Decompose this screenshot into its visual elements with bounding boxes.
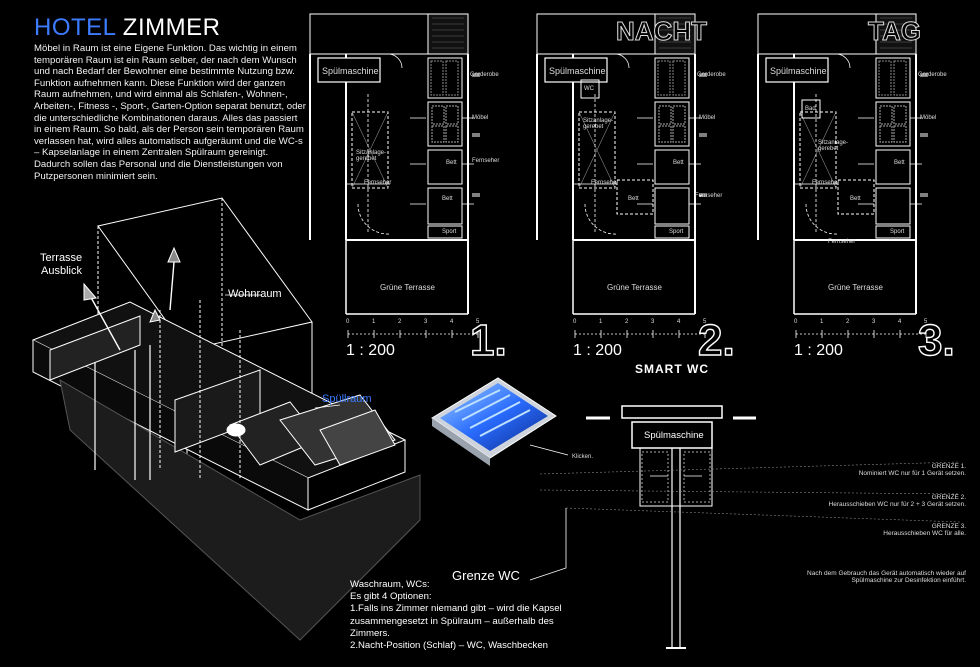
plan1-scale: 1 : 200 (346, 342, 395, 359)
plan2-sitzanlage: Sitzanlage-gerebet (583, 118, 614, 130)
plan2-fernseher-b: Fernseher (695, 193, 723, 199)
wohnraum-label: Wohnraum (228, 288, 282, 300)
smart-wc-title: SMART WC (635, 362, 709, 376)
title-hotel: HOTEL (34, 14, 116, 41)
klicken-label: Klicken. (572, 454, 594, 460)
plan1-sitzanlage: Sitzanlage-gerebet (356, 150, 387, 162)
waschraum-line3: 1.Falls ins Zimmer niemand gibt – wird d… (350, 603, 562, 639)
grenze2-block: GRENZE 2. Herausschieben WC nur für 2 + … (760, 494, 966, 508)
plan3-moebel: Möbel (920, 115, 937, 121)
scale-tick: 3 (651, 319, 655, 325)
plan3-garderobe: Garderobe (918, 72, 947, 78)
plan2-wc: WC (584, 86, 594, 92)
grenze3-text: Herausschieben WC für alle. (883, 530, 966, 537)
plan2-scale: 1 : 200 (573, 342, 622, 359)
plan1-moebel: Möbel (472, 115, 489, 121)
plan3-bett-a: Bett (894, 160, 905, 166)
scale-tick: 4 (677, 319, 681, 325)
waschraum-text: Waschraum, WCs: Es gibt 4 Optionen: 1.Fa… (350, 579, 590, 652)
plan3-fernseher-a: Fernseher (812, 180, 840, 186)
grenze1-block: GRENZE 1. Nominiert WC nur für 1 Gerät s… (780, 463, 966, 477)
plan3-scale: 1 : 200 (794, 342, 843, 359)
plan2-bett-b: Bett (628, 196, 639, 202)
scale-tick: 3 (872, 319, 876, 325)
plan2-terrasse: Grüne Terrasse (607, 283, 662, 292)
scale-tick: 5 (924, 319, 928, 325)
scale-tick: 5 (476, 319, 480, 325)
scale-tick: 4 (450, 319, 454, 325)
plan1-garderobe: Garderobe (470, 72, 499, 78)
intro-paragraph: Möbel in Raum ist eine Eigene Funktion. … (34, 43, 306, 182)
plan1-fernseher-b: Fernseher (364, 180, 392, 186)
scale-tick: 3 (424, 319, 428, 325)
grenze3-block: GRENZE 3. Herausschieben WC für alle. (780, 523, 966, 537)
grenze1-title: GRENZE 1. (931, 463, 966, 470)
waschraum-line1: Waschraum, WCs: (350, 579, 430, 590)
spuellraum-label: Spüllraum (322, 393, 372, 405)
scale-tick: 0 (794, 319, 798, 325)
plan2-spuelmaschine: Spülmaschine (549, 66, 606, 76)
grenze2-text: Herausschieben WC nur für 2 + 3 Gerät se… (828, 501, 966, 508)
plan2-sport: Sport (669, 229, 684, 235)
scale-tick: 0 (346, 319, 350, 325)
desinfektion-note: Nach dem Gebrauch das Gerät automatisch … (807, 570, 966, 584)
plan2-fernseher-a: Fernseher (591, 180, 619, 186)
plan2-number: 2. (697, 315, 735, 365)
grenze3-title: GRENZE 3. (931, 523, 966, 530)
scale-tick: 1 (820, 319, 824, 325)
terrasse-label: Terrasse (40, 252, 83, 264)
plan3-title: TAG (868, 16, 922, 47)
scale-tick: 2 (625, 319, 629, 325)
plan3-sport: Sport (890, 229, 905, 235)
plan2-garderobe: Garderobe (697, 72, 726, 78)
plan1-terrasse: Grüne Terrasse (380, 283, 435, 292)
page-title: HOTEL ZIMMER (34, 14, 220, 42)
smart-wc-spuelmaschine: Spülmaschine (644, 430, 704, 441)
plan1-number: 1. (469, 315, 507, 365)
scale-tick: 2 (846, 319, 850, 325)
waschraum-line2: Es gibt 4 Optionen: (350, 591, 432, 603)
scale-tick: 4 (898, 319, 902, 325)
plan1-spuelmaschine: Spülmaschine (322, 66, 379, 76)
plan2-bett-a: Bett (673, 160, 684, 166)
grenze1-text: Nominiert WC nur für 1 Gerät setzen. (858, 470, 966, 477)
plan2-title: NACHT (616, 16, 708, 47)
plan2-moebel: Möbel (699, 115, 716, 121)
plan3-bett-b: Bett (850, 196, 861, 202)
plan1-bett-b: Bett (442, 196, 453, 202)
scale-tick: 2 (398, 319, 402, 325)
grenze-wc-label: Grenze WC (452, 568, 520, 583)
scale-tick: 5 (703, 319, 707, 325)
plan3-bad: Bad (805, 106, 816, 112)
ausblick-label: Ausblick (41, 265, 82, 277)
title-zimmer: ZIMMER (122, 14, 221, 41)
waschraum-line4: 2.Nacht-Position (Schlaf) – WC, Waschbec… (350, 640, 548, 652)
grenze2-title: GRENZE 2. (931, 494, 966, 501)
scale-tick: 0 (573, 319, 577, 325)
plan1-sport: Sport (442, 229, 457, 235)
plan3-number: 3. (917, 315, 955, 365)
plan1-bett-a: Bett (446, 160, 457, 166)
plan3-spuelmaschine: Spülmaschine (770, 66, 827, 76)
plan1-fernseher-a: Fernseher (472, 158, 500, 164)
plan3-sitzanlage: Sitzanlage-gerebet (818, 140, 849, 152)
scale-tick: 1 (599, 319, 603, 325)
plan3-terrasse: Grüne Terrasse (828, 283, 883, 292)
scale-tick: 1 (372, 319, 376, 325)
plan3-fernseher-b: Fernseher (828, 239, 856, 245)
